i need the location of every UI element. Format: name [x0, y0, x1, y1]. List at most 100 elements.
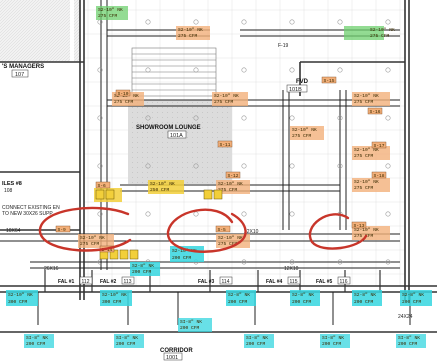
redline-circle-right: [308, 213, 368, 250]
diffuser-circle: [385, 115, 391, 121]
cyan-c4-cfm: 200 CFM: [132, 269, 152, 275]
room-corridor-label: CORRIDOR: [160, 348, 193, 354]
diffuser-circle: [385, 67, 391, 73]
diffuser-circle: [241, 19, 247, 25]
cyan-tag-c3: S2-10" NK 200 CFM: [170, 246, 204, 262]
diffuser-circle: [289, 19, 295, 25]
cyan-tag-b5: SI-8" NK 200 CFM: [320, 334, 350, 348]
diffuser-circle: [241, 115, 247, 121]
ceiling-diffusers: [97, 19, 391, 265]
code-tag: S-17: [371, 141, 387, 149]
fitting-room-number: 115: [290, 279, 298, 285]
code-tag-text: S-10: [118, 91, 129, 97]
room-managers-label: 'S MANAGERS: [2, 64, 44, 70]
diffuser-circle: [337, 259, 343, 265]
cyan-tag-c7: S2-8" NK 200 CFM: [352, 290, 382, 306]
cyan-c4-model: S2-8" NK: [132, 263, 154, 269]
existing-area-hatch: [0, 0, 70, 62]
tag-mid-b: S2-10" NK 275 CFM: [216, 180, 250, 194]
tag-low-a-model: S2-10" NK: [80, 235, 105, 241]
tag-right-e-cfm: 275 CFM: [292, 133, 312, 139]
tag-left-a-cfm: 275 CFM: [114, 99, 134, 105]
diffuser-circle: [97, 211, 103, 217]
tag-right-c: S2-10" NK 275 CFM: [352, 178, 390, 192]
cyan-tag-b4: SI-8" NK 200 CFM: [244, 334, 274, 348]
tag-top-left-cfm: 275 CFM: [98, 13, 118, 19]
tag-mid-b-model: S2-10" NK: [218, 181, 243, 187]
cyan-b2-model: SI-8" NK: [116, 335, 138, 341]
diffuser-circle: [289, 259, 295, 265]
fitting-room-label: FAL #2: [100, 279, 117, 285]
diffuser-circle: [241, 211, 247, 217]
code-tag-text: S-15: [324, 78, 335, 84]
tag-right-a-model: S2-10" NK: [354, 93, 379, 99]
fitting-room-label: FAL #3: [198, 279, 215, 285]
drawing-notes: CONNECT EXISTING EN TO NEW 30X26 SUPP F-…: [2, 43, 413, 320]
diffuser-circle: [385, 19, 391, 25]
tag-mid-a: S2-10" NK 250 CFM: [148, 180, 184, 194]
fitting-room-tagbox: [337, 276, 351, 285]
cyan-c1-cfm: 300 CFM: [8, 299, 28, 305]
fitting-room-tagbox: [219, 276, 233, 285]
diffuser-circle: [193, 211, 199, 217]
tag-right-e: S2-10" NK 275 CFM: [290, 126, 324, 140]
room-corridor-number: 1001: [166, 355, 178, 361]
tag-mid-c: S2-10" NK 275 CFM: [216, 234, 250, 248]
tag-mid-c-cfm: 275 CFM: [218, 241, 238, 247]
code-tag: S-9: [55, 225, 71, 233]
room-corridor-tagbox: [163, 352, 183, 361]
showroom-ceiling-cloud: [128, 100, 232, 184]
code-tag: S-18: [371, 171, 387, 179]
code-tags: S-15S-16S-17S-18S-11S-10S-6S-12S-13S-14S…: [55, 76, 387, 253]
redline-circle-left: [38, 206, 132, 252]
code-tag-text: S-5: [218, 227, 227, 233]
cyan-tag-b6: SI-8" NK 200 CFM: [396, 334, 426, 348]
tag-right-b: S2-10" NK 275 CFM: [352, 146, 390, 160]
room-fvd-label: FVD: [296, 79, 309, 85]
diffuser-circle: [289, 163, 295, 169]
code-tag-text: S-11: [220, 142, 231, 148]
cyan-tag-c8: S2-8" NK 200 CFM: [400, 290, 432, 306]
cyan-tag-c5: S2-8" NK 200 CFM: [226, 290, 256, 306]
cyan-c8-cfm: 200 CFM: [402, 299, 422, 305]
tag-top-mid-model: S2-10" NK: [178, 27, 203, 33]
tag-right-b-model: S2-10" NK: [354, 147, 379, 153]
cyan-c1-model: S2-10" NK: [8, 292, 33, 298]
diffuser-circle: [97, 259, 103, 265]
cyan-tag-b1: SI-8" NK 200 CFM: [24, 334, 54, 348]
cyan-c7-model: S2-8" NK: [354, 292, 376, 298]
note-dim-10x64: 10X64: [6, 228, 21, 234]
diffuser-circle: [289, 115, 295, 121]
code-tag: S-12: [225, 171, 241, 179]
diffuser-circle: [97, 115, 103, 121]
code-tag: S-16: [367, 107, 383, 115]
diffuser-circle: [385, 163, 391, 169]
code-tag-text: S-13: [354, 223, 365, 229]
tag-left-b: S2-10" NK 275 CFM: [212, 92, 248, 106]
note-dim-12x10: 12X10: [284, 266, 299, 272]
fitting-room-tagbox: [287, 276, 301, 285]
tag-left-b-cfm: 275 CFM: [214, 99, 234, 105]
tag-right-b-cfm: 275 CFM: [354, 153, 374, 159]
fitting-room-label: FAL #5: [316, 279, 333, 285]
code-tag: S-15: [321, 76, 337, 84]
redline-markups: [38, 206, 368, 253]
diffuser-circle: [337, 19, 343, 25]
code-tag-text: S-14: [102, 247, 113, 253]
diffuser-tags: S2-10" NK 275 CFM S2-10" NK 275 CFM S2-1…: [55, 6, 395, 260]
diffuser-circle: [145, 67, 151, 73]
tag-right-d-model: S2-10" NK: [354, 227, 379, 233]
note-connect-line2: TO NEW 30X26 SUPP: [2, 211, 53, 217]
cyan-tag-c2: S2-10" NK 300 CFM: [100, 290, 132, 306]
code-tag-text: S-16: [370, 109, 381, 115]
room-left-number: 108: [4, 188, 13, 194]
tag-right-e-model: S2-10" NK: [292, 127, 317, 133]
room-showroom-label: SHOWROOM LOUNGE: [136, 125, 201, 131]
code-tag: S-10: [115, 89, 131, 97]
room-showroom-tagbox: [167, 130, 187, 139]
tag-right-d: S2-10" NK 275 CFM: [352, 226, 390, 240]
room-left-label: ILES #8: [2, 181, 22, 187]
fitting-room-label: FAL #1: [58, 279, 75, 285]
